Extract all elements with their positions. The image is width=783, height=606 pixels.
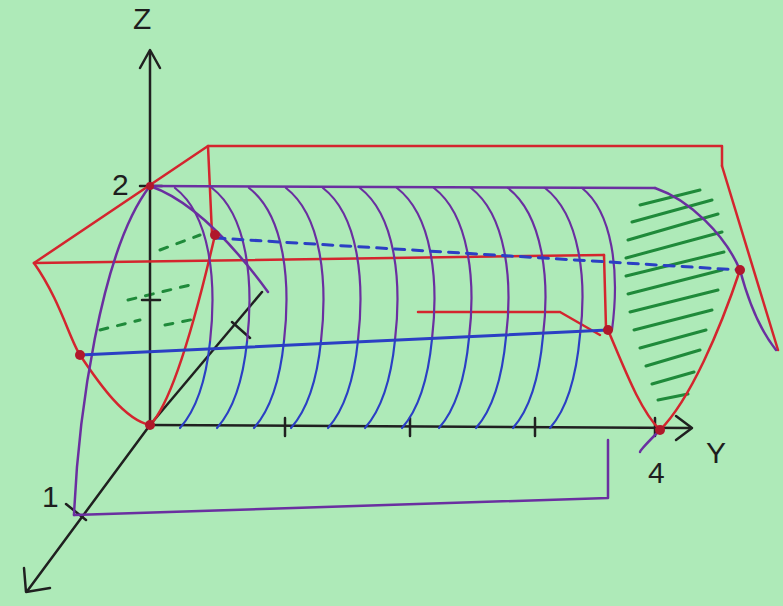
axis-label: Z bbox=[133, 4, 151, 34]
cross-section-arcs-upper bbox=[175, 188, 615, 342]
intersection-lines bbox=[80, 238, 740, 355]
intersection-points bbox=[75, 182, 745, 435]
axis-label: Y bbox=[706, 438, 726, 468]
tick-value: 4 bbox=[648, 458, 665, 488]
bounding-box-edges bbox=[34, 146, 778, 430]
cylinder-outline bbox=[74, 186, 776, 515]
tick-value: 2 bbox=[112, 170, 129, 200]
cross-section-arcs-lower bbox=[180, 335, 580, 428]
tick-value: 1 bbox=[42, 482, 59, 512]
coordinate-axes bbox=[24, 50, 692, 592]
end-face-hatching bbox=[626, 190, 724, 400]
